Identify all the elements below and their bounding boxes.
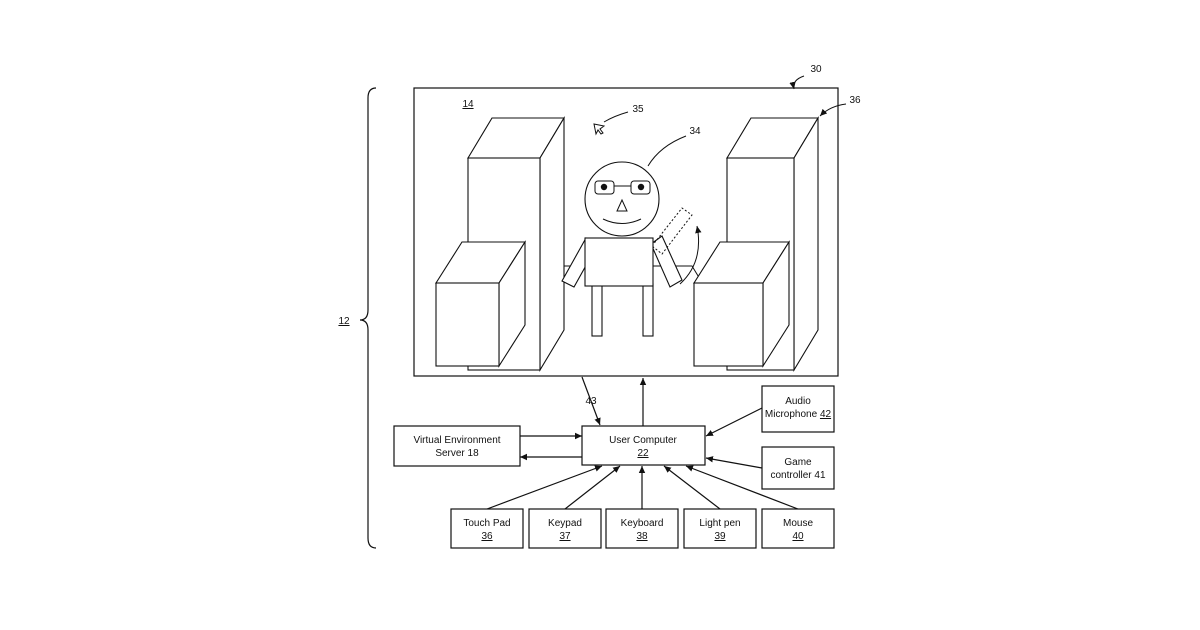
svg-text:Mouse: Mouse bbox=[783, 518, 813, 529]
system-bracket bbox=[360, 88, 376, 548]
touch-pad-arrow bbox=[487, 466, 602, 509]
system-ref-label: 12 bbox=[338, 316, 350, 327]
display-ref-label: 30 bbox=[810, 64, 822, 75]
avatar-ref-leader bbox=[648, 136, 686, 166]
svg-text:Game: Game bbox=[784, 457, 812, 468]
svg-text:Touch Pad: Touch Pad bbox=[463, 518, 510, 529]
cursor-ref-leader bbox=[604, 112, 628, 122]
avatar-eye-left bbox=[601, 184, 607, 190]
svg-text:controller 41: controller 41 bbox=[770, 470, 825, 481]
svg-text:Microphone 42: Microphone 42 bbox=[765, 409, 832, 420]
svg-text:Light pen: Light pen bbox=[699, 518, 740, 529]
object-ref-leader bbox=[820, 104, 846, 116]
keypad-box: Keypad 37 bbox=[529, 509, 601, 548]
screen-ref-label: 14 bbox=[462, 99, 474, 110]
object-ref-label: 36 bbox=[849, 95, 861, 106]
avatar-eye-right bbox=[638, 184, 644, 190]
light-pen-arrow bbox=[664, 466, 720, 509]
avatar-arm-right bbox=[651, 236, 682, 287]
ve-server-box: Virtual Environment Server 18 bbox=[394, 426, 520, 466]
avatar-leg-left bbox=[592, 284, 602, 336]
svg-text:Keypad: Keypad bbox=[548, 518, 582, 529]
avatar-leg-right bbox=[643, 284, 653, 336]
avatar-torso bbox=[585, 238, 653, 286]
user-computer-box: User Computer 22 bbox=[582, 426, 705, 465]
avatar-ref-label: 34 bbox=[689, 126, 701, 137]
svg-text:22: 22 bbox=[637, 448, 649, 459]
audio-microphone-box: Audio Microphone 42 bbox=[762, 386, 834, 432]
mouse-box: Mouse 40 bbox=[762, 509, 834, 548]
keyboard-box: Keyboard 38 bbox=[606, 509, 678, 548]
svg-text:36: 36 bbox=[481, 531, 493, 542]
svg-text:37: 37 bbox=[559, 531, 571, 542]
microphone-to-computer-arrow bbox=[706, 408, 762, 436]
svg-text:39: 39 bbox=[714, 531, 726, 542]
controller-to-computer-arrow bbox=[706, 458, 762, 468]
svg-text:Server 18: Server 18 bbox=[435, 448, 479, 459]
avatar bbox=[562, 162, 699, 336]
keypad-arrow bbox=[565, 466, 620, 509]
cursor-icon bbox=[594, 124, 604, 134]
right-short-block bbox=[694, 242, 789, 366]
game-controller-box: Game controller 41 bbox=[762, 447, 834, 489]
light-pen-box: Light pen 39 bbox=[684, 509, 756, 548]
svg-text:Virtual Environment: Virtual Environment bbox=[413, 435, 500, 446]
display-ref-leader bbox=[794, 76, 804, 89]
svg-text:Audio: Audio bbox=[785, 396, 811, 407]
svg-text:38: 38 bbox=[636, 531, 648, 542]
svg-text:Keyboard: Keyboard bbox=[621, 518, 664, 529]
cursor-ref-label: 35 bbox=[632, 104, 644, 115]
svg-text:User Computer: User Computer bbox=[609, 435, 677, 446]
link-ref-label: 43 bbox=[585, 396, 597, 407]
svg-text:40: 40 bbox=[792, 531, 804, 542]
avatar-arm-motion-arrow bbox=[680, 226, 699, 284]
touch-pad-box: Touch Pad 36 bbox=[451, 509, 523, 548]
